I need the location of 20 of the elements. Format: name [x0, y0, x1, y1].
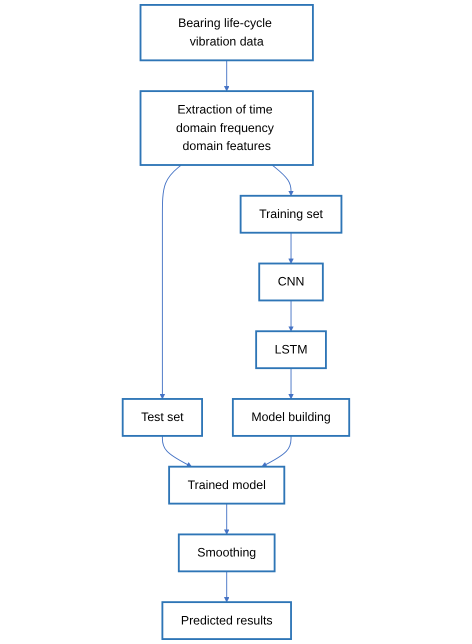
arrow	[224, 60, 230, 92]
arrow	[288, 232, 294, 264]
node-box: Test set	[122, 398, 204, 437]
node-box: CNN	[258, 262, 324, 302]
arrow	[262, 435, 292, 467]
node-box: Smoothing	[178, 533, 276, 572]
arrow	[288, 368, 294, 400]
node-box: Extraction of time domain frequency domain features	[140, 90, 314, 166]
arrow	[272, 164, 294, 196]
node-box: Trained model	[168, 466, 286, 505]
node-box: Training set	[240, 194, 342, 234]
arrow	[162, 435, 192, 467]
node-box: Bearing life-cycle vibration data	[140, 4, 314, 62]
arrow	[224, 503, 230, 535]
arrow	[160, 164, 182, 400]
arrow	[224, 570, 230, 602]
node-box: LSTM	[255, 330, 327, 370]
node-box: Model building	[232, 398, 350, 437]
arrow	[288, 300, 294, 332]
node-box: Predicted results	[162, 601, 292, 640]
